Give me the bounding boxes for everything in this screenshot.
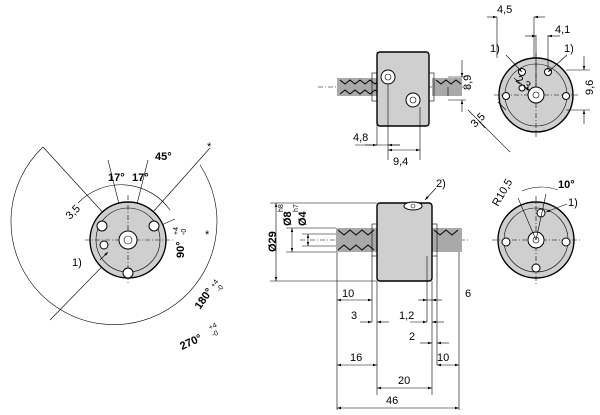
- side-view-small: [318, 51, 470, 160]
- tol-4: h7: [293, 204, 300, 212]
- dim-dia-8: Ø8 h8: [278, 204, 336, 253]
- dim-16: 16: [337, 352, 377, 367]
- front-view-small: 1) 1): [490, 43, 578, 137]
- tol-90-lower: -0: [181, 229, 188, 235]
- dim-20: 20: [377, 375, 432, 390]
- label-3-5-left: 3,5: [64, 203, 83, 222]
- front-view-large: 1) 10° R10,5: [490, 177, 580, 284]
- asterisk-mid: *: [205, 229, 210, 241]
- tol-180-lower: -0: [216, 284, 225, 293]
- label-8-9: 8,9: [462, 75, 474, 90]
- tol-270-lower: -0: [211, 330, 220, 339]
- label-4-8: 4,8: [353, 132, 368, 144]
- note-1-right: 1): [568, 197, 578, 209]
- tol-8: h8: [278, 204, 285, 212]
- note-1-top-right: 1): [564, 43, 574, 55]
- label-2: 2: [409, 331, 415, 343]
- dim-4-5: 4,5: [487, 4, 545, 58]
- label-6: 6: [465, 288, 471, 300]
- angle-270-label: 270°: [178, 332, 204, 352]
- label-20: 20: [398, 375, 410, 387]
- note-1-top-left: 1): [490, 43, 500, 55]
- dim-4-1: 4,1: [525, 24, 570, 86]
- dim-2: 2: [409, 331, 449, 345]
- angle-45-label: 45°: [155, 151, 172, 163]
- label-9-4: 9,4: [393, 156, 408, 168]
- label-9-6: 9,6: [584, 80, 596, 95]
- tol-270-upper: +4: [208, 322, 218, 332]
- label-10-a: 10: [342, 288, 354, 300]
- label-dia-29: Ø29: [267, 231, 279, 252]
- tol-180-upper: +4: [210, 279, 220, 290]
- angle-17-right-label: 17°: [132, 172, 149, 184]
- side-view-large: 2): [300, 178, 470, 410]
- label-dia-8: Ø8: [282, 211, 294, 226]
- angle-180-label: 180°: [193, 286, 216, 312]
- label-1-2: 1,2: [399, 310, 414, 322]
- dim-9-4: 9,4: [388, 148, 420, 168]
- tol-90-upper: +4: [173, 227, 180, 235]
- angle-17-left-label: 17°: [108, 172, 125, 184]
- angle-10-label: 10°: [558, 179, 575, 191]
- dim-dia-4: Ø4 h7: [293, 204, 336, 247]
- label-10-b: 10: [437, 352, 449, 364]
- angle-view: 1) 45° * 17° 17° 3,5 * 90° +4 -0 180° +4…: [10, 141, 225, 353]
- note-2: 2): [436, 178, 446, 190]
- dim-1-2: 1,2: [399, 310, 444, 324]
- dim-46: 46: [337, 395, 459, 410]
- dim-6: 6: [418, 288, 471, 302]
- dim-9-6: 9,6: [566, 56, 596, 124]
- label-dia-4: Ø4: [297, 210, 309, 226]
- dim-10-b: 10: [437, 352, 459, 367]
- dim-3: 3: [351, 310, 389, 324]
- dim-8-9: 8,9: [448, 60, 474, 112]
- label-16: 16: [350, 352, 362, 364]
- radius-10-5-label: R10,5: [490, 177, 515, 208]
- asterisk-top: *: [207, 141, 212, 153]
- label-46: 46: [386, 395, 398, 407]
- dim-4-8: 4,8: [353, 132, 400, 147]
- dim-10-a: 10: [337, 288, 372, 302]
- note-1-left: 1): [72, 257, 82, 269]
- angle-90-label: 90°: [175, 241, 187, 258]
- dim-3-5-right: 3,5: [467, 101, 511, 153]
- label-3: 3: [351, 310, 357, 322]
- dim-dia-29: Ø29: [267, 202, 377, 282]
- label-4-1: 4,1: [555, 24, 570, 36]
- label-4-5: 4,5: [497, 4, 512, 16]
